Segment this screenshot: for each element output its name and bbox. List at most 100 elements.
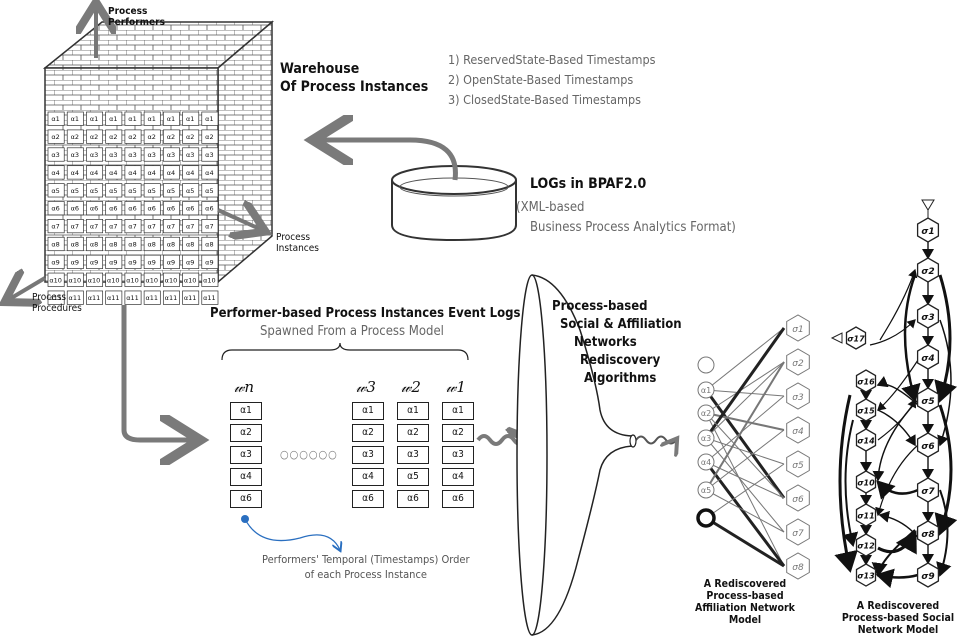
cube-cell	[86, 272, 104, 287]
cube-cell	[124, 111, 142, 126]
affiliation-edge	[705, 361, 785, 491]
cube-cell	[201, 129, 219, 144]
cube-cell-label: α10	[88, 276, 101, 284]
social-node	[855, 563, 877, 587]
cube-cell	[86, 201, 104, 216]
social-node-label: σ5	[921, 397, 934, 407]
cube-cell	[143, 165, 161, 180]
social-edge	[842, 419, 859, 547]
affiliation-right-node	[786, 484, 810, 512]
cube-cell	[47, 111, 65, 126]
cube-cell-label: α10	[184, 276, 197, 284]
log-event-cell: α2	[442, 424, 474, 442]
cube-cell-label: α1	[148, 115, 156, 123]
cube-cell-label: α5	[186, 187, 194, 195]
social-node-label: σ15	[857, 407, 875, 416]
affiliation-left-node	[697, 381, 715, 399]
cube-cell	[182, 290, 200, 305]
cube-cell	[143, 272, 161, 287]
cube-cell	[86, 183, 104, 198]
cube-cell	[86, 254, 104, 269]
cube-cell-label: α10	[69, 276, 82, 284]
cube-cell	[182, 111, 200, 126]
cube-cell-label: α4	[71, 169, 79, 177]
cube-cell	[182, 183, 200, 198]
cube-cell-label: α3	[51, 151, 59, 159]
cube-cell	[143, 219, 161, 234]
start-marker	[921, 199, 935, 211]
social-node-label: σ4	[921, 354, 934, 364]
cube-cell	[47, 147, 65, 162]
cube-cell-label: α7	[205, 223, 213, 231]
cube-cell	[182, 201, 200, 216]
affiliation-edge	[705, 389, 785, 397]
cube-cell	[47, 254, 65, 269]
social-node	[855, 369, 877, 393]
log-event-cell: α6	[442, 490, 474, 508]
cube-cell	[66, 165, 84, 180]
social-node	[916, 477, 940, 503]
cube-cell	[66, 272, 84, 287]
cube-cell-label: α9	[167, 258, 175, 266]
cube-cell	[105, 219, 123, 234]
affiliation-edge	[705, 463, 785, 519]
cube-cell-label: α9	[90, 258, 98, 266]
cube-cell-label: α5	[109, 187, 117, 195]
social-edge	[877, 530, 917, 555]
cube-cell-label: α5	[90, 187, 98, 195]
cube-cell-label: α6	[51, 205, 59, 213]
cube-cell-label: α6	[186, 205, 194, 213]
cube-cell-label: α2	[148, 133, 156, 141]
side-marker	[830, 332, 843, 344]
affiliation-left-label: α1	[701, 386, 711, 395]
cube-cell-label: α2	[186, 133, 194, 141]
cube-cell	[182, 236, 200, 252]
affiliation-edge	[704, 389, 786, 499]
cube-cell	[182, 254, 200, 269]
affiliation-left-label: α5	[701, 486, 711, 495]
social-node-label: σ13	[857, 572, 875, 581]
social-node	[916, 303, 940, 329]
cube-cell-label: α6	[90, 205, 98, 213]
cube-cell	[66, 219, 84, 234]
cube-cell-label: α4	[128, 169, 136, 177]
logs-title: LOGs in BPAF2.0	[530, 176, 647, 192]
cube-cell	[47, 129, 65, 144]
affiliation-edge	[705, 437, 785, 465]
database-cylinder	[391, 165, 517, 242]
affiliation-right-node	[786, 314, 810, 342]
cube-cell	[124, 129, 142, 144]
cube-cell	[66, 236, 84, 252]
cube-cell	[47, 165, 65, 180]
affiliation-right-label: σ4	[792, 427, 804, 437]
cube-cell-label: α5	[167, 187, 175, 195]
cube-cell-label: α10	[107, 276, 120, 284]
cube-cell-label: α4	[167, 169, 175, 177]
affiliation-edge	[705, 361, 785, 439]
cube-cell-label: α2	[51, 133, 59, 141]
cube-cell	[162, 165, 180, 180]
social-node-label: σ11	[857, 512, 874, 521]
social-node-label: σ12	[857, 542, 875, 551]
cube-cell	[105, 147, 123, 162]
cube-cell-label: α4	[51, 169, 59, 177]
affiliation-edge	[705, 361, 785, 414]
cube-cell	[66, 201, 84, 216]
log-event-cell: α3	[442, 446, 474, 464]
cube-cell-label: α5	[205, 187, 213, 195]
timestamp-item: 3) ClosedState-Based Timestamps	[448, 92, 641, 107]
event-logs-title: Performer-based Process Instances Event …	[210, 306, 521, 321]
cube-cell	[162, 236, 180, 252]
event-log-bracket	[221, 342, 469, 361]
affiliation-left-label: α4	[701, 458, 711, 467]
affiliation-edge	[705, 327, 785, 391]
social-node	[916, 562, 940, 588]
log-event-cell: α4	[230, 468, 262, 486]
social-node	[855, 398, 877, 422]
affiliation-right-node	[786, 416, 810, 444]
cube-cell	[162, 183, 180, 198]
social-edge	[834, 394, 858, 573]
